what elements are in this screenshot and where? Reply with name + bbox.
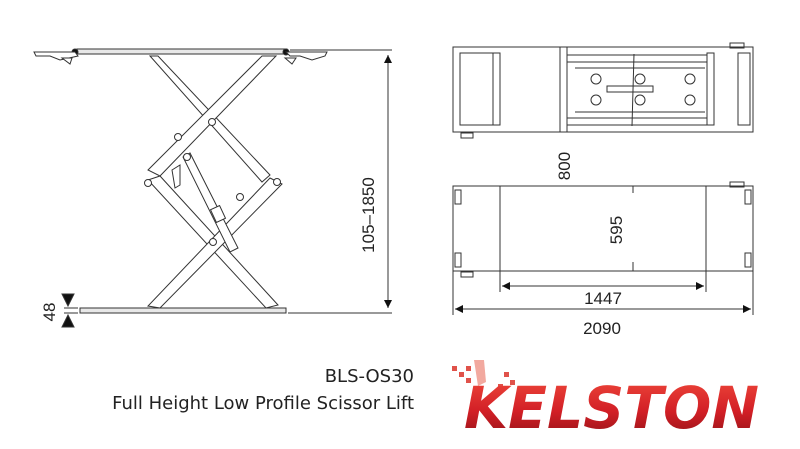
inner-width-label: 595 — [607, 216, 626, 244]
top-view — [452, 42, 754, 139]
inner-length-dimension — [499, 271, 707, 292]
min-profile-label: 48 — [40, 303, 59, 322]
width-label: 800 — [555, 152, 574, 180]
product-title: Full Height Low Profile Scissor Lift — [112, 393, 414, 414]
profile-dimension — [61, 293, 78, 328]
overall-length-dimension — [452, 271, 754, 315]
height-range-label: 105–1850 — [359, 177, 378, 253]
top-platform — [76, 48, 288, 55]
plan-view — [452, 181, 754, 278]
overall-length-label: 2090 — [583, 319, 621, 338]
height-dimension — [288, 49, 392, 314]
logo-pixel-icon — [452, 360, 515, 389]
kelston-logo: KELSTON — [452, 360, 759, 438]
logo-wordmark: KELSTON — [464, 374, 759, 438]
model-number: BLS-OS30 — [324, 366, 414, 387]
inner-length-label: 1447 — [584, 289, 622, 308]
base-plate — [79, 307, 287, 314]
side-view-scissor-lift — [33, 48, 328, 314]
